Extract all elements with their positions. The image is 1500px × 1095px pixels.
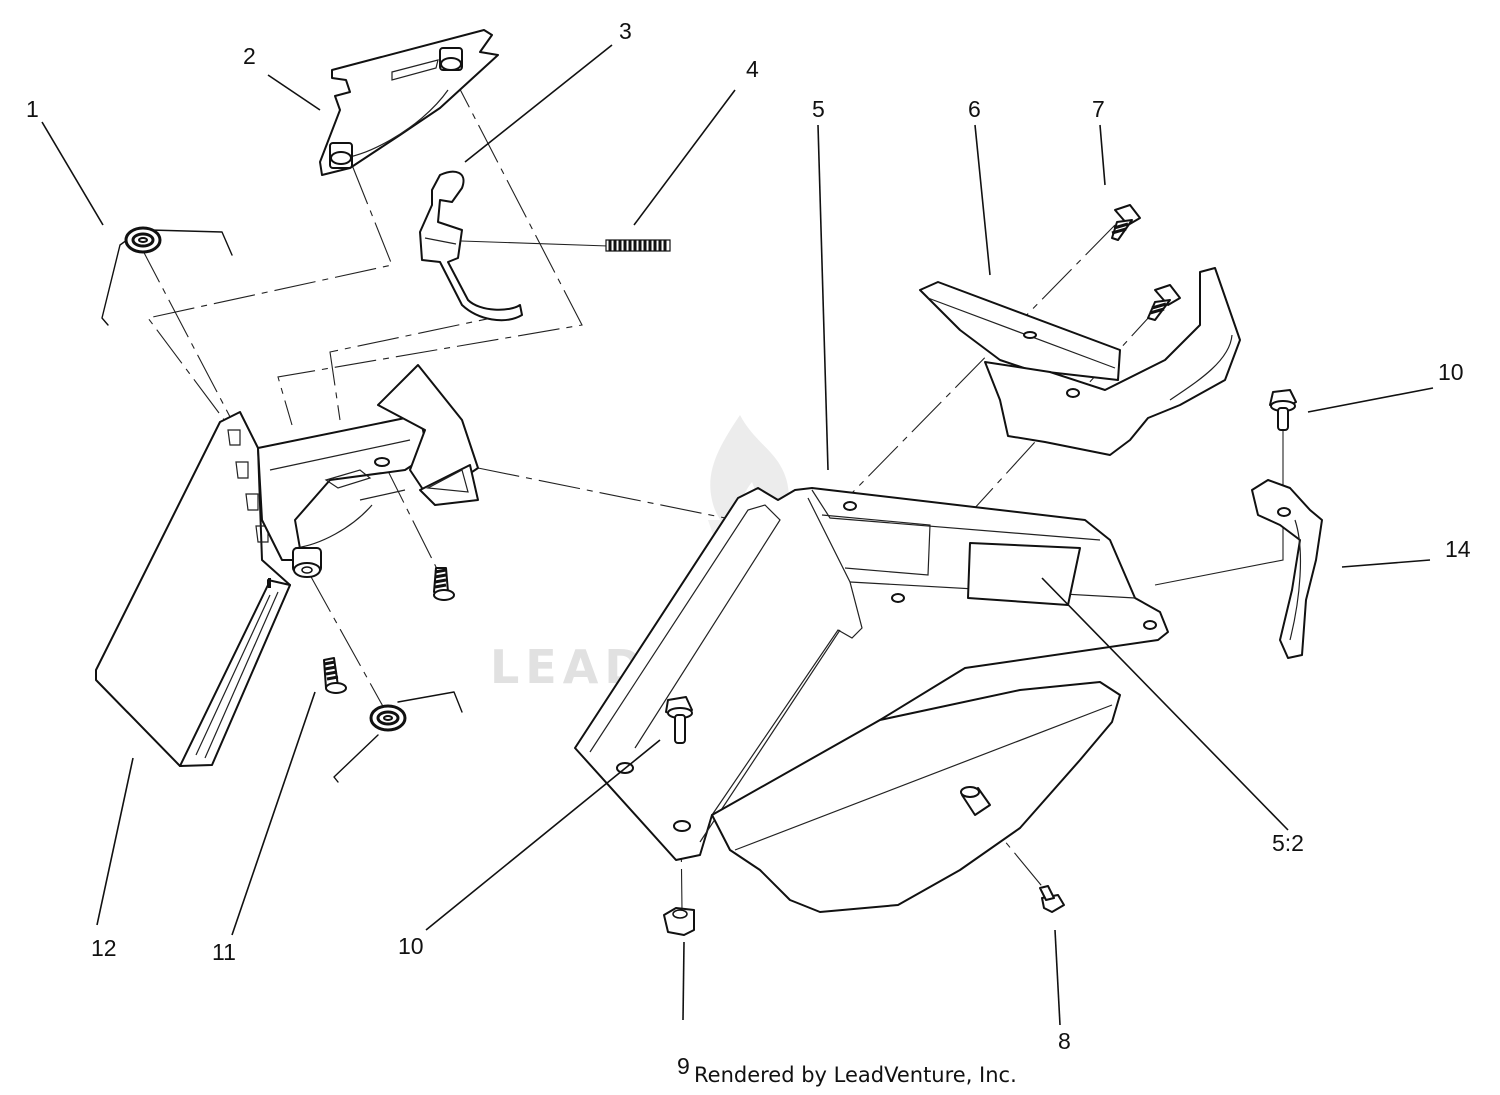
footer-credit: Rendered by LeadVenture, Inc. bbox=[694, 1063, 1017, 1087]
screw-7-lower bbox=[1147, 284, 1181, 321]
screw-chute bbox=[433, 567, 455, 601]
callout-12: 12 bbox=[91, 935, 117, 961]
callouts: 1 2 3 4 5 6 7 10 14 5:2 8 9 10 11 12 bbox=[26, 18, 1471, 1079]
callout-5: 5 bbox=[812, 96, 825, 122]
deflector-bracket bbox=[574, 487, 1169, 861]
torsion-spring-upper bbox=[101, 226, 233, 326]
bolt-10-center bbox=[665, 696, 693, 744]
torsion-spring-lower bbox=[333, 691, 463, 783]
callout-6: 6 bbox=[968, 96, 981, 122]
callout-1: 1 bbox=[26, 96, 39, 122]
latch-rod bbox=[419, 170, 523, 322]
extension-spring bbox=[605, 239, 671, 252]
screw-7-upper bbox=[1111, 204, 1141, 241]
bolt-10-right bbox=[1269, 389, 1297, 431]
callout-5-2: 5:2 bbox=[1272, 830, 1304, 856]
nut-9 bbox=[663, 907, 695, 936]
latch-lever bbox=[1251, 479, 1323, 659]
screw-8 bbox=[1039, 885, 1065, 913]
callout-9: 9 bbox=[677, 1053, 690, 1079]
callout-14: 14 bbox=[1445, 536, 1471, 562]
leader-lines bbox=[41, 44, 1434, 1026]
callout-2: 2 bbox=[243, 43, 256, 69]
callout-10-right: 10 bbox=[1438, 359, 1464, 385]
deflector-lip bbox=[711, 681, 1121, 913]
callout-3: 3 bbox=[619, 18, 632, 44]
screw-11 bbox=[323, 657, 347, 694]
hinge-plate bbox=[319, 29, 499, 176]
callout-7: 7 bbox=[1092, 96, 1105, 122]
callout-8: 8 bbox=[1058, 1028, 1071, 1054]
door-flap bbox=[95, 411, 291, 767]
upper-bracket bbox=[919, 267, 1241, 456]
discharge-chute bbox=[257, 364, 479, 578]
callout-10-center: 10 bbox=[398, 933, 424, 959]
callout-11: 11 bbox=[212, 939, 236, 965]
callout-4: 4 bbox=[746, 56, 759, 82]
